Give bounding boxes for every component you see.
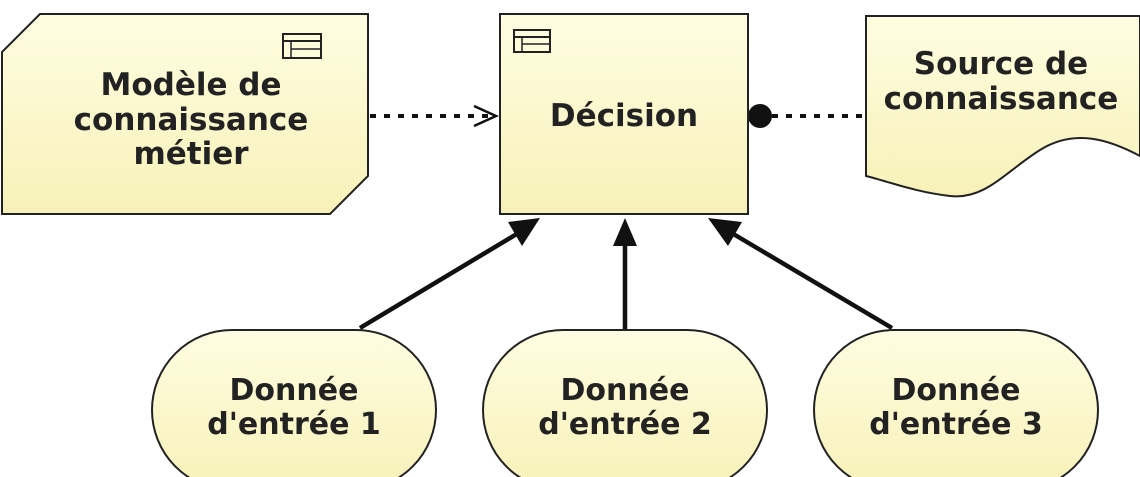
knowledge-source-node[interactable]: [865, 15, 1140, 198]
knowledge-source-label: Source de connaissance: [883, 46, 1119, 117]
decision-label: Décision: [549, 97, 699, 134]
input-data-label-2: Donnée d'entrée 2: [538, 373, 712, 442]
business-knowledge-model-label: Modèle de connaissance métier: [73, 66, 309, 173]
edge-input-3-to-decision: [708, 218, 894, 330]
edge-input-2-to-decision: [613, 218, 637, 330]
edge-knowledge-source-to-decision: [748, 104, 866, 128]
input-data-node-3[interactable]: [813, 329, 1099, 477]
table-icon: [282, 33, 322, 59]
business-knowledge-model-node[interactable]: [1, 13, 369, 215]
table-icon: [513, 29, 551, 53]
input-data-node-1[interactable]: [151, 329, 437, 477]
input-data-label-3: Donnée d'entrée 3: [869, 373, 1043, 442]
edge-input-1-to-decision: [358, 218, 540, 330]
input-data-label-1: Donnée d'entrée 1: [207, 373, 381, 442]
decision-node[interactable]: [499, 13, 749, 215]
edge-bkm-to-decision: [370, 104, 500, 128]
input-data-node-2[interactable]: [482, 329, 768, 477]
